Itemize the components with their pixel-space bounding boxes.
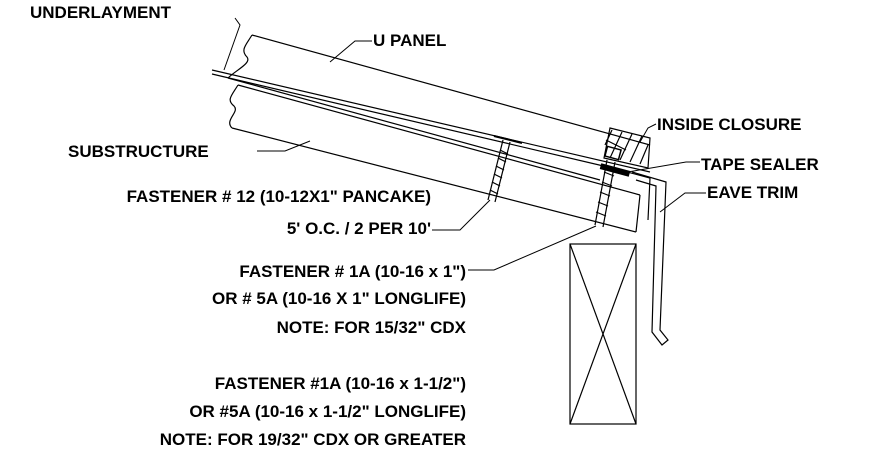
fastener-12-label-line1: FASTENER # 12 (10-12X1" PANCAKE) (127, 187, 431, 206)
fastener-1a-long-label-line3: NOTE: FOR 19/32" CDX OR GREATER (160, 430, 466, 449)
fastener-1a-long-label-line2: OR #5A (10-16 x 1-1/2" LONGLIFE) (189, 402, 466, 421)
fastener-12-label-line2: 5' O.C. / 2 PER 10' (287, 219, 431, 238)
substructure (229, 84, 641, 233)
u-panel-label: U PANEL (373, 31, 446, 50)
u-panel (227, 34, 651, 181)
eave-trim-label: EAVE TRIM (707, 183, 798, 202)
substructure-label: SUBSTRUCTURE (68, 142, 209, 161)
substructure-leader (257, 140, 311, 152)
fastener-1a-long-label-line1: FASTENER #1A (10-16 x 1-1/2") (215, 374, 466, 393)
tape-sealer-leader (627, 161, 700, 173)
fastener-1a-label-line2: OR # 5A (10-16 X 1" LONGLIFE) (212, 289, 466, 308)
inside-closure (603, 127, 651, 169)
fastener-1a-leader (468, 225, 597, 271)
tape-sealer-label: TAPE SEALER (701, 155, 819, 174)
fastener-1a-label-line1: FASTENER # 1A (10-16 x 1") (239, 262, 466, 281)
underlayment (211, 69, 651, 173)
fastener-1a-screw (594, 145, 622, 228)
inside-closure-label: INSIDE CLOSURE (657, 115, 802, 134)
tape-sealer (599, 163, 631, 177)
inside-closure-leader (639, 123, 657, 143)
underlayment-leader (223, 17, 241, 71)
underlayment-label: UNDERLAYMENT (30, 3, 172, 22)
fastener-12-leader (432, 199, 491, 231)
fastener-1a-label-line3: NOTE: FOR 15/32" CDX (277, 318, 467, 337)
fastener-12-screw (487, 135, 523, 203)
eave-trim-leader (659, 192, 706, 213)
u-panel-leader (329, 40, 372, 63)
wood-post (569, 243, 637, 425)
eave-trim (611, 167, 669, 346)
